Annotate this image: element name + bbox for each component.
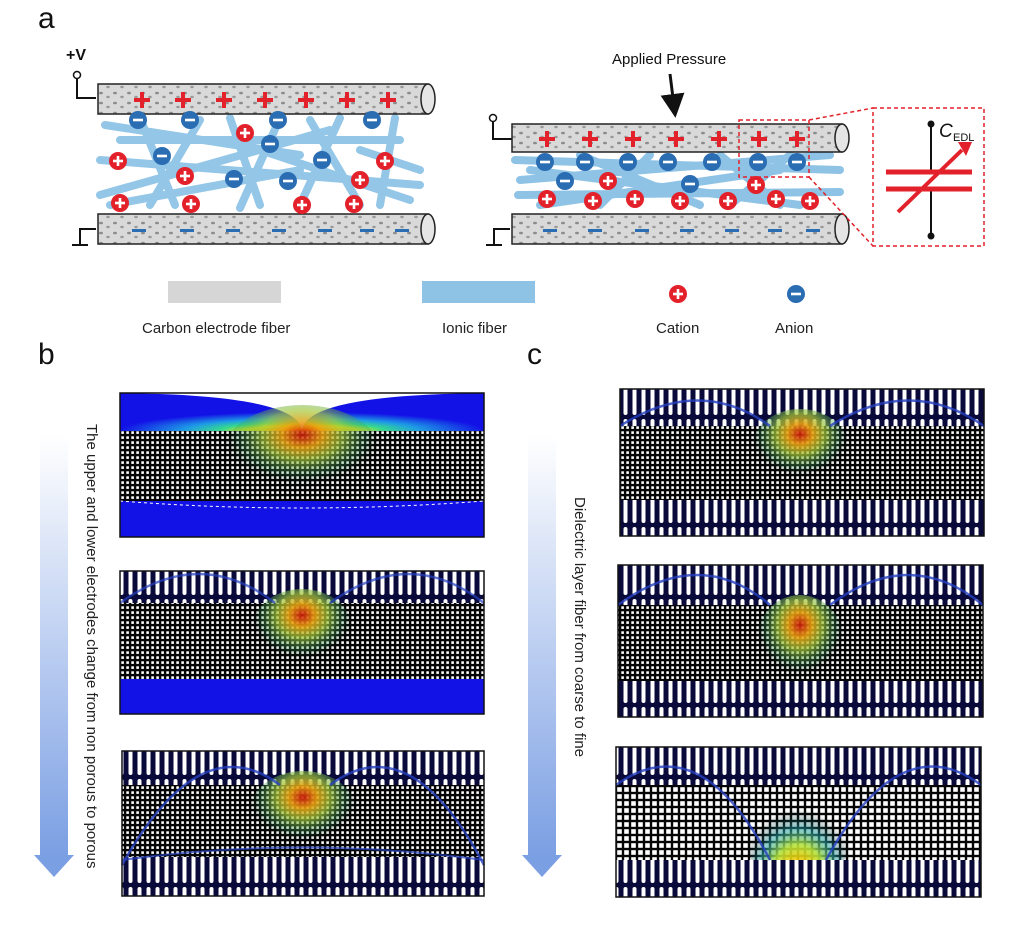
legend-swatch-electrode: [168, 281, 281, 303]
left-device: +V: [66, 47, 436, 246]
legend-label-electrode: Carbon electrode fiber: [142, 320, 291, 337]
sim-b3: [120, 750, 486, 897]
legend-swatch-ionic: [422, 281, 535, 303]
panel-a-letter: a: [38, 2, 55, 35]
capacitor-inset: [872, 107, 985, 247]
legend: [168, 281, 805, 303]
sim-c3: [615, 746, 982, 898]
panels-bc-simulations: [34, 388, 985, 898]
panel-b-arrow: [40, 435, 68, 855]
sim-c1: [619, 388, 985, 537]
legend-cation-icon: [669, 285, 687, 303]
legend-label-cation: Cation: [656, 320, 700, 337]
panel-b-letter: b: [38, 338, 55, 371]
voltage-label: +V: [66, 47, 86, 64]
sim-c2: [617, 564, 984, 718]
cations-right: [538, 172, 819, 210]
zoom-region: [738, 119, 810, 178]
panel-a-schematic: +V: [66, 47, 985, 303]
anions-right: [536, 153, 806, 193]
sim-b1: [119, 392, 485, 538]
ionic-fibers-left: [96, 114, 424, 212]
legend-label-anion: Anion: [775, 320, 814, 337]
cap-label-sub: EDL: [953, 132, 974, 144]
variable-capacitor-icon: C EDL: [886, 120, 974, 240]
panel-b-arrow-label: The upper and lower electrodes change fr…: [83, 424, 100, 869]
cap-label-main: C: [939, 121, 953, 142]
legend-label-ionic: Ionic fiber: [442, 320, 508, 337]
panel-c-arrow-label: Dielectric layer fiber from coarse to fi…: [571, 497, 588, 758]
panel-c-arrow: [528, 435, 556, 855]
sim-b2: [119, 570, 485, 715]
panel-c-letter: c: [527, 338, 542, 371]
pressure-arrow-icon: [660, 73, 685, 118]
anions-left: [129, 111, 381, 190]
cations-left: [109, 124, 394, 214]
right-device: Applied Pressure: [486, 51, 985, 247]
applied-pressure-label: Applied Pressure: [612, 51, 726, 68]
legend-anion-icon: [787, 285, 805, 303]
